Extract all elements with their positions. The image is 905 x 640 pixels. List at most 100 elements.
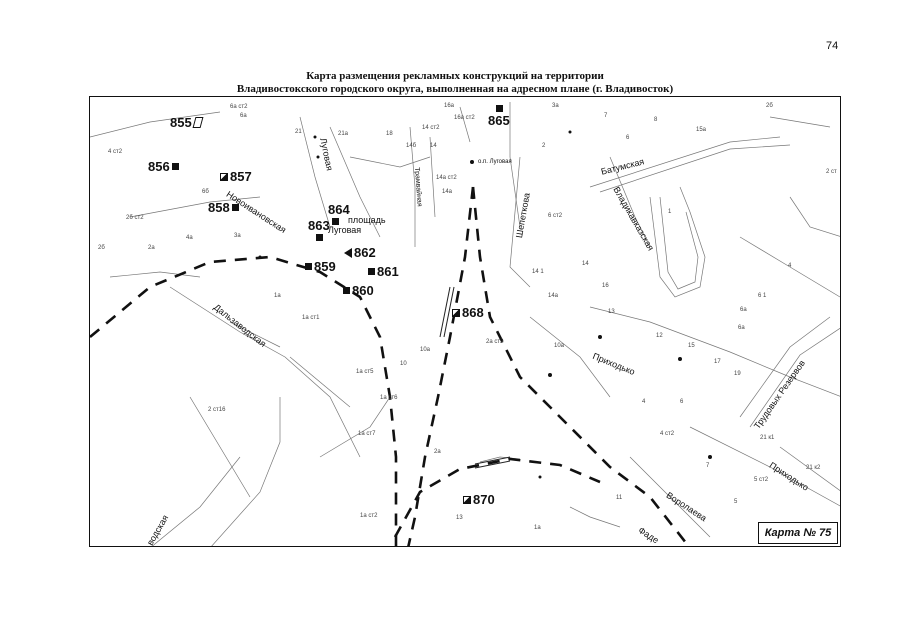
house-number: 14 1 — [532, 269, 544, 275]
house-number: 4 — [642, 399, 646, 405]
house-number: 15а — [696, 127, 707, 133]
marker-870[interactable]: 870 — [463, 492, 495, 507]
marker-label-863: 863 — [308, 218, 330, 233]
house-number: 13 — [456, 515, 463, 521]
marker-square-icon — [368, 268, 375, 275]
house-number: 1а ст7 — [358, 431, 376, 437]
house-number: 4 — [788, 263, 792, 269]
house-number: 8 — [654, 117, 658, 123]
house-number: 17 — [714, 359, 721, 365]
house-number: 10 — [400, 361, 407, 367]
house-number: 14 — [430, 143, 437, 149]
house-number: 15 — [688, 343, 695, 349]
house-number: 7 — [604, 113, 608, 119]
house-number: 2б ст2 — [126, 215, 144, 221]
marker-861[interactable]: 861 — [368, 264, 399, 279]
house-number: 6 1 — [758, 293, 767, 299]
house-number: 21а — [338, 131, 349, 137]
map-symbols — [258, 130, 712, 479]
house-number: 1а ст2 — [360, 513, 378, 519]
house-number: 1а ст1 — [302, 315, 320, 321]
house-number: 16а — [444, 103, 455, 109]
marker-square-icon — [305, 263, 312, 270]
map-frame[interactable]: 855 856 857 858 859 860 861 862 863 8 6 4 … — [89, 96, 841, 547]
house-number: 2 — [542, 143, 546, 149]
house-number: 6а — [740, 307, 747, 313]
house-number: 6а ст2 — [230, 104, 248, 110]
marker-label-864: 864 — [328, 202, 350, 217]
map-number-label: Карта № 75 — [758, 522, 838, 544]
house-number: 21 — [295, 129, 302, 135]
house-number: 2а ст2 — [486, 339, 504, 345]
marker-label-861: 861 — [377, 264, 399, 279]
house-number: 6а — [240, 113, 247, 119]
house-number: 3а — [552, 103, 559, 109]
street-lugovaya-square: Луговая — [328, 225, 362, 235]
house-number: 16 — [602, 283, 609, 289]
map-title-line2: Владивостокского городского округа, выпо… — [236, 83, 674, 95]
marker-label-859: 859 — [314, 259, 336, 274]
house-number: 11 — [616, 495, 623, 501]
house-number: 13 — [608, 309, 615, 315]
map-base — [90, 102, 840, 546]
marker-label-858: 858 — [208, 200, 230, 215]
house-number: 14 ст2 — [422, 125, 440, 131]
marker-858[interactable]: 858 — [208, 200, 239, 215]
route-dashed-lines — [90, 186, 691, 546]
house-number: 1а — [274, 293, 281, 299]
marker-862[interactable]: 862 — [344, 245, 376, 260]
house-number: 18 — [386, 131, 393, 137]
marker-859[interactable]: 859 — [305, 259, 336, 274]
marker-label-856: 856 — [148, 159, 170, 174]
house-number: 2 ст16 — [208, 407, 226, 413]
house-number: 4 ст2 — [108, 149, 123, 155]
house-number: 1а ст6 — [380, 395, 398, 401]
marker-outline-icon — [192, 117, 204, 128]
house-number: 4а — [186, 235, 193, 241]
house-number: 7 — [706, 463, 710, 469]
marker-label-855: 855 — [170, 115, 192, 130]
marker-square-icon — [316, 234, 323, 241]
house-number: 6 ст2 — [548, 213, 563, 219]
marker-865[interactable]: 865 — [488, 105, 510, 128]
marker-square-icon — [332, 218, 339, 225]
house-number: 2а — [148, 245, 155, 251]
marker-860[interactable]: 860 — [343, 283, 374, 298]
house-number: 5 — [734, 499, 738, 505]
marker-855[interactable]: 855 — [170, 115, 204, 130]
house-number: 19 — [734, 371, 741, 377]
house-number: 6б — [202, 189, 209, 195]
marker-label-865: 865 — [488, 113, 510, 128]
stop-lugovaya: о.п. Луговая — [478, 159, 512, 165]
house-number: 14а — [548, 293, 559, 299]
marker-863[interactable]: 863 — [308, 218, 330, 241]
street-ploshchad: площадь — [348, 215, 386, 225]
house-number: 4 ст2 — [660, 431, 675, 437]
house-number: 14а — [442, 189, 453, 195]
marker-868[interactable]: 868 — [452, 305, 484, 320]
marker-square-icon — [171, 163, 179, 170]
marker-864[interactable]: 864 — [328, 202, 350, 225]
marker-square-icon — [231, 204, 239, 211]
house-number: 14 — [582, 261, 589, 267]
marker-label-862: 862 — [354, 245, 376, 260]
house-number: 1а — [534, 525, 541, 531]
house-number: 6 — [680, 399, 684, 405]
house-number: 5 ст2 — [754, 477, 769, 483]
street-linework — [90, 102, 840, 546]
house-number: 2б — [98, 245, 105, 251]
house-number: 1 — [668, 209, 672, 215]
house-number: 14б — [406, 143, 417, 149]
house-number: 2б — [766, 103, 773, 109]
marker-triangle-icon — [344, 247, 352, 258]
marker-857[interactable]: 857 — [220, 169, 252, 184]
marker-856[interactable]: 856 — [148, 159, 179, 174]
house-number: 2а — [434, 449, 441, 455]
house-number: 21 к2 — [806, 465, 821, 471]
house-number: 10а — [554, 343, 565, 349]
house-number: 6 — [626, 135, 630, 141]
marker-label-857: 857 — [230, 169, 252, 184]
marker-half-icon — [452, 308, 460, 317]
marker-label-860: 860 — [352, 283, 374, 298]
marker-label-870: 870 — [473, 492, 495, 507]
